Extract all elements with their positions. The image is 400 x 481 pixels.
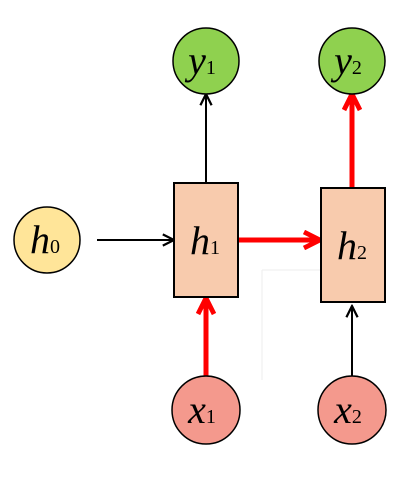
initial-state-node-h0: h0 [13, 206, 81, 274]
node-var: x [333, 387, 352, 432]
hidden-state-rect [320, 187, 386, 303]
output-node-y1: y1 [172, 27, 240, 95]
node-var: y [184, 38, 206, 83]
node-sub: 2 [352, 406, 362, 428]
node-var: h [337, 223, 357, 268]
input-node-label: x2 [333, 387, 362, 432]
input-node-x2: x2 [317, 375, 387, 445]
node-sub: 2 [352, 57, 362, 79]
hidden-state-label: h2 [337, 223, 367, 268]
node-var: h [190, 218, 210, 263]
node-sub: 1 [210, 237, 220, 259]
hidden-state-rect [173, 182, 239, 298]
output-node-label: y2 [330, 38, 362, 83]
node-var: y [330, 38, 352, 83]
initial-state-node-circle [13, 206, 81, 274]
output-node-circle [172, 27, 240, 95]
initial-state-node-label: h0 [30, 217, 60, 262]
node-sub: 0 [50, 236, 60, 258]
output-node-y2: y2 [318, 27, 386, 95]
node-var: h [30, 217, 50, 262]
node-var: x [187, 387, 206, 432]
hidden-state-box-h1: h1 [173, 182, 239, 298]
node-sub: 2 [357, 242, 367, 264]
output-node-label: y1 [184, 38, 216, 83]
output-node-circle [318, 27, 386, 95]
hidden-state-label: h1 [190, 218, 220, 263]
input-node-x1: x1 [171, 375, 241, 445]
hidden-state-box-h2: h2 [320, 187, 386, 303]
node-sub: 1 [206, 406, 216, 428]
input-node-circle [171, 375, 241, 445]
node-sub: 1 [206, 57, 216, 79]
input-node-circle [317, 375, 387, 445]
input-node-label: x1 [187, 387, 216, 432]
